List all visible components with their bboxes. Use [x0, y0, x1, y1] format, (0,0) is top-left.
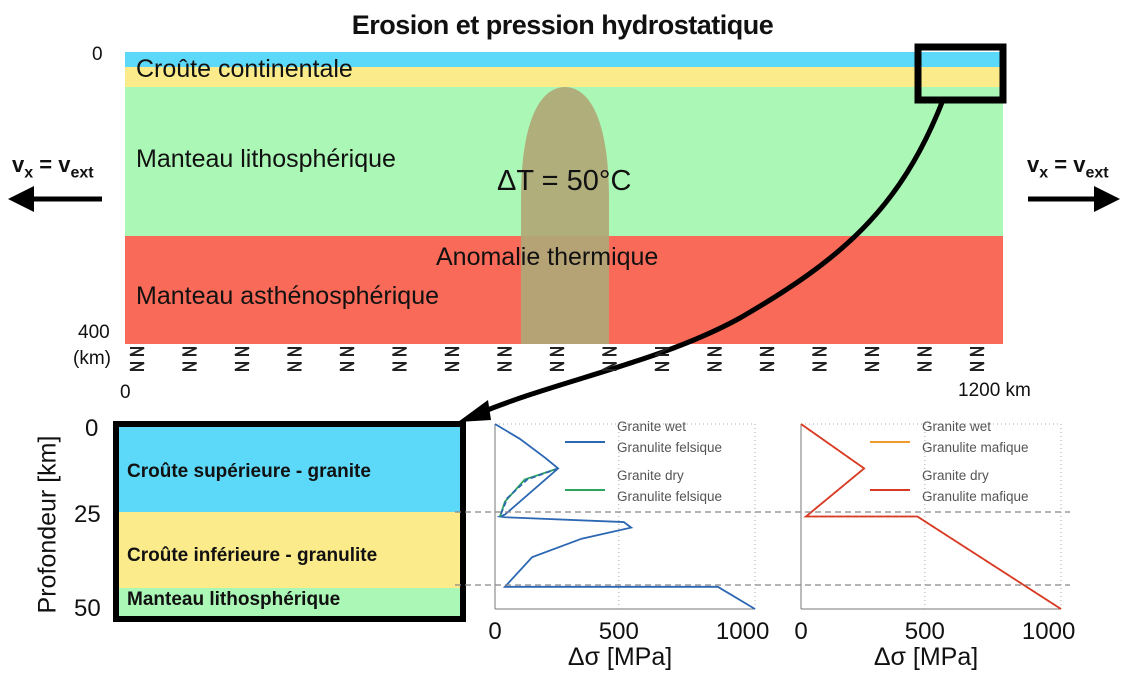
- zigzag-symbol: [654, 362, 670, 371]
- series-line: [800, 423, 1062, 610]
- zigzag-symbol: [497, 362, 512, 371]
- zigzag-symbol: [234, 362, 250, 371]
- x-tick-label: 1000: [1022, 618, 1075, 645]
- x-tick-label: 500: [905, 618, 945, 645]
- legend-label: Granite wet: [922, 419, 991, 434]
- left-boundary-velocity: vx = vext: [12, 152, 94, 182]
- zigzag-symbol: [812, 362, 827, 371]
- continental-crust-label: Croûte continentale: [136, 55, 353, 83]
- column-tick-0: 0: [85, 415, 99, 442]
- zigzag-symbol: [182, 362, 197, 371]
- series-line: [494, 423, 756, 610]
- depth-top-label: 0: [92, 44, 103, 65]
- zigzag-symbol: [182, 347, 197, 356]
- zigzag-symbol: [497, 347, 512, 356]
- zigzag-symbol: [759, 347, 775, 356]
- x-tick-label: 1000: [716, 618, 769, 645]
- base-boundary-symbols: [129, 347, 985, 371]
- crust-yellow-layer: [125, 67, 1003, 87]
- zigzag-symbol: [654, 347, 670, 356]
- column-tick-50: 50: [74, 595, 101, 622]
- x-axis-label: Δσ [MPa]: [874, 643, 978, 671]
- upper-crust-label: Croûte supérieure - granite: [127, 461, 371, 482]
- lower-crust-label: Croûte inférieure - granulite: [127, 545, 378, 566]
- zoom-arrow-head: [458, 400, 491, 422]
- legend-label: Granulite mafique: [922, 489, 1029, 504]
- lithospheric-mantle-label: Manteau lithosphérique: [136, 145, 396, 173]
- legend-label: Granite dry: [617, 468, 684, 483]
- anomaly-label: Anomalie thermique: [436, 243, 659, 271]
- zigzag-symbol: [392, 347, 407, 356]
- mantle-label: Manteau lithosphérique: [127, 589, 341, 610]
- zigzag-symbol: [287, 362, 302, 371]
- zoom-connector: [479, 99, 946, 416]
- zigzag-symbol: [549, 362, 565, 371]
- legend-label: Granite dry: [922, 468, 989, 483]
- x-left-label: 0: [120, 382, 131, 403]
- zigzag-symbol: [917, 347, 932, 356]
- zigzag-symbol: [602, 347, 617, 356]
- lower-crust-block: [119, 512, 460, 588]
- figure-title: Erosion et pression hydrostatique: [351, 10, 774, 40]
- x-right-label: 1200 km: [958, 380, 1031, 401]
- zigzag-symbol: [129, 362, 145, 371]
- zigzag-symbol: [392, 362, 407, 371]
- zigzag-symbol: [917, 362, 932, 371]
- asthenospheric-mantle-label: Manteau asthénosphérique: [136, 282, 440, 310]
- zigzag-symbol: [339, 347, 355, 356]
- zigzag-symbol: [864, 362, 880, 371]
- x-tick-label: 0: [488, 618, 501, 645]
- zigzag-symbol: [864, 347, 880, 356]
- legend-label: Granulite felsique: [617, 440, 722, 455]
- thermal-anomaly-shape: [521, 87, 609, 344]
- upper-crust-block: [119, 427, 460, 512]
- x-tick-label: 0: [794, 618, 807, 645]
- right-arrow-head: [1094, 186, 1120, 212]
- legend-label: Granulite mafique: [922, 440, 1029, 455]
- depth-bottom-label: 400: [78, 322, 110, 343]
- anomaly-delta-t: ΔT = 50°C: [497, 165, 632, 197]
- legend-label: Granite wet: [617, 419, 686, 434]
- zigzag-symbol: [812, 347, 827, 356]
- lithosphere-column: Croûte supérieure - granite Croûte infér…: [113, 421, 466, 622]
- zigzag-symbol: [602, 362, 617, 371]
- right-boundary-velocity: vx = vext: [1027, 152, 1109, 182]
- zigzag-symbol: [969, 347, 985, 356]
- zigzag-symbol: [444, 362, 460, 371]
- crust-blue-layer: [125, 52, 1003, 67]
- column-tick-25: 25: [74, 501, 101, 528]
- depth-unit-label: (km): [73, 348, 111, 369]
- zigzag-symbol: [707, 362, 722, 371]
- zigzag-symbol: [339, 362, 355, 371]
- zigzag-symbol: [549, 347, 565, 356]
- zigzag-symbol: [234, 347, 250, 356]
- x-axis-label: Δσ [MPa]: [568, 643, 672, 671]
- legend-label: Granulite felsique: [617, 489, 722, 504]
- zigzag-symbol: [707, 347, 722, 356]
- zigzag-symbol: [759, 362, 775, 371]
- zigzag-symbol: [287, 347, 302, 356]
- series-line-dashed-overlay: [499, 467, 559, 517]
- mantle-block: [119, 588, 460, 616]
- zigzag-symbol: [969, 362, 985, 371]
- zoom-box: [914, 43, 1007, 104]
- x-tick-label: 500: [599, 618, 639, 645]
- left-arrow-head: [8, 186, 34, 212]
- zigzag-symbol: [444, 347, 460, 356]
- zigzag-symbol: [129, 347, 145, 356]
